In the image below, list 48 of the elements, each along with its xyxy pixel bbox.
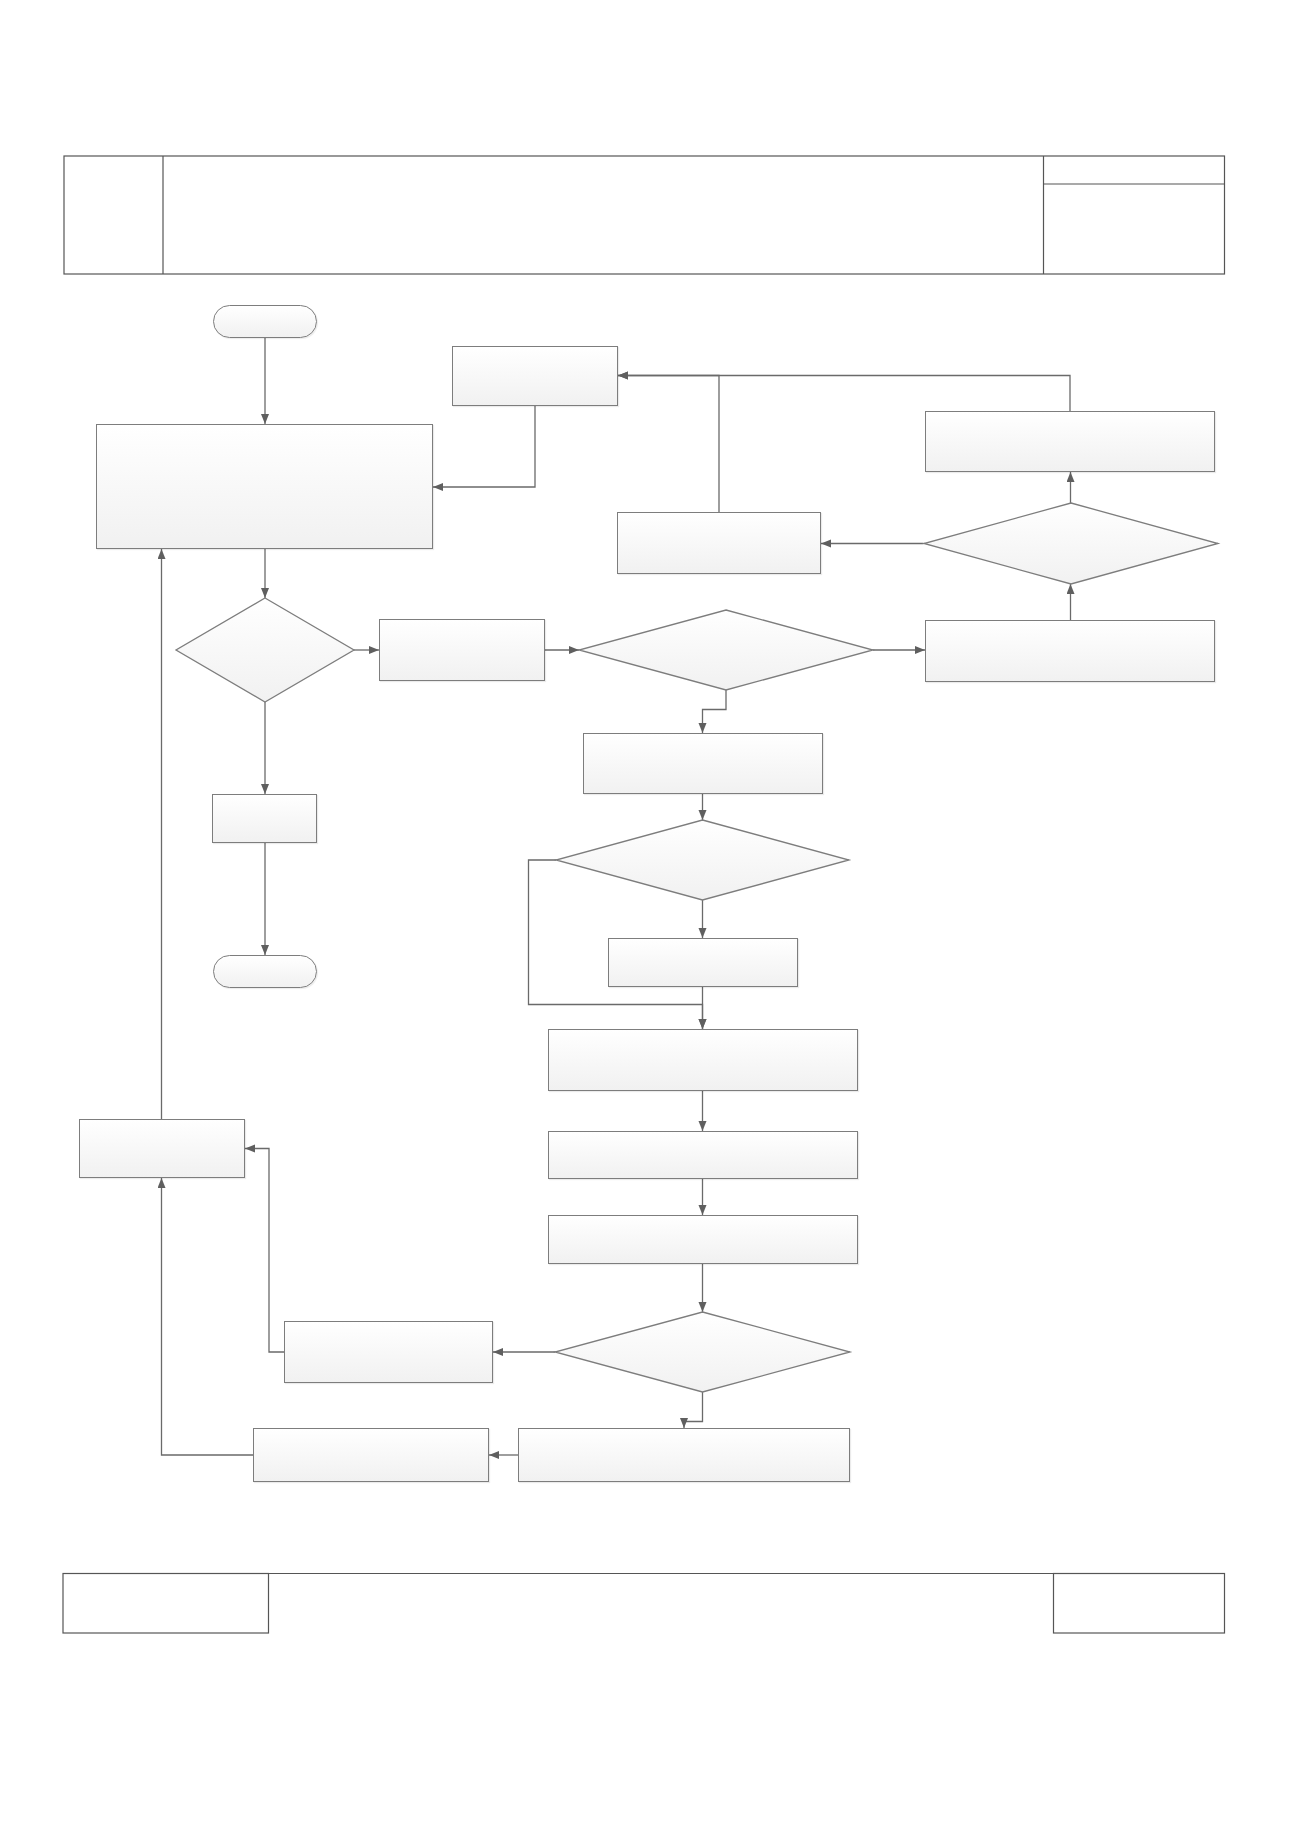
- arrow: [698, 1090, 707, 1132]
- arrow: [157, 1177, 254, 1456]
- process-box: [212, 794, 317, 843]
- decision-diamond: [579, 610, 873, 690]
- arrow: [698, 1178, 707, 1216]
- decision-diamond: [923, 503, 1218, 584]
- arrow: [261, 842, 269, 956]
- arrow: [544, 646, 580, 654]
- arrow: [820, 539, 925, 548]
- arrow: [244, 1144, 285, 1353]
- terminator-pill: [213, 305, 317, 338]
- process-box: [79, 1119, 245, 1178]
- arrow: [698, 899, 707, 939]
- decision-diamond: [176, 598, 354, 702]
- arrow: [872, 646, 926, 654]
- terminator-pill: [213, 955, 317, 988]
- arrow: [527, 859, 707, 1030]
- process-box: [582, 733, 823, 794]
- arrow: [157, 548, 166, 1120]
- arrow: [698, 689, 727, 734]
- process-box: [379, 619, 545, 681]
- arrow: [492, 1348, 556, 1356]
- arrow: [432, 405, 536, 491]
- process-box: [518, 1428, 850, 1482]
- process-box: [547, 1131, 858, 1179]
- process-box: [547, 1029, 858, 1091]
- process-box: [925, 620, 1215, 682]
- arrow: [488, 1451, 519, 1459]
- process-box: [925, 411, 1215, 472]
- arrow: [1066, 471, 1075, 504]
- process-box: [284, 1321, 493, 1383]
- process-box: [547, 1215, 858, 1264]
- process-box: [452, 346, 618, 406]
- decision-diamond: [556, 820, 849, 900]
- process-box: [96, 424, 433, 549]
- arrow: [1066, 583, 1075, 621]
- arrow: [617, 371, 1071, 412]
- arrow: [698, 793, 707, 821]
- arrow: [698, 1263, 707, 1313]
- arrow: [261, 337, 269, 425]
- arrow: [353, 646, 380, 654]
- process-box: [253, 1428, 489, 1482]
- process-box: [607, 938, 798, 987]
- arrow: [680, 1391, 704, 1429]
- decision-diamond: [555, 1312, 850, 1392]
- arrow: [261, 701, 269, 795]
- process-box: [617, 512, 821, 574]
- arrow: [261, 548, 269, 599]
